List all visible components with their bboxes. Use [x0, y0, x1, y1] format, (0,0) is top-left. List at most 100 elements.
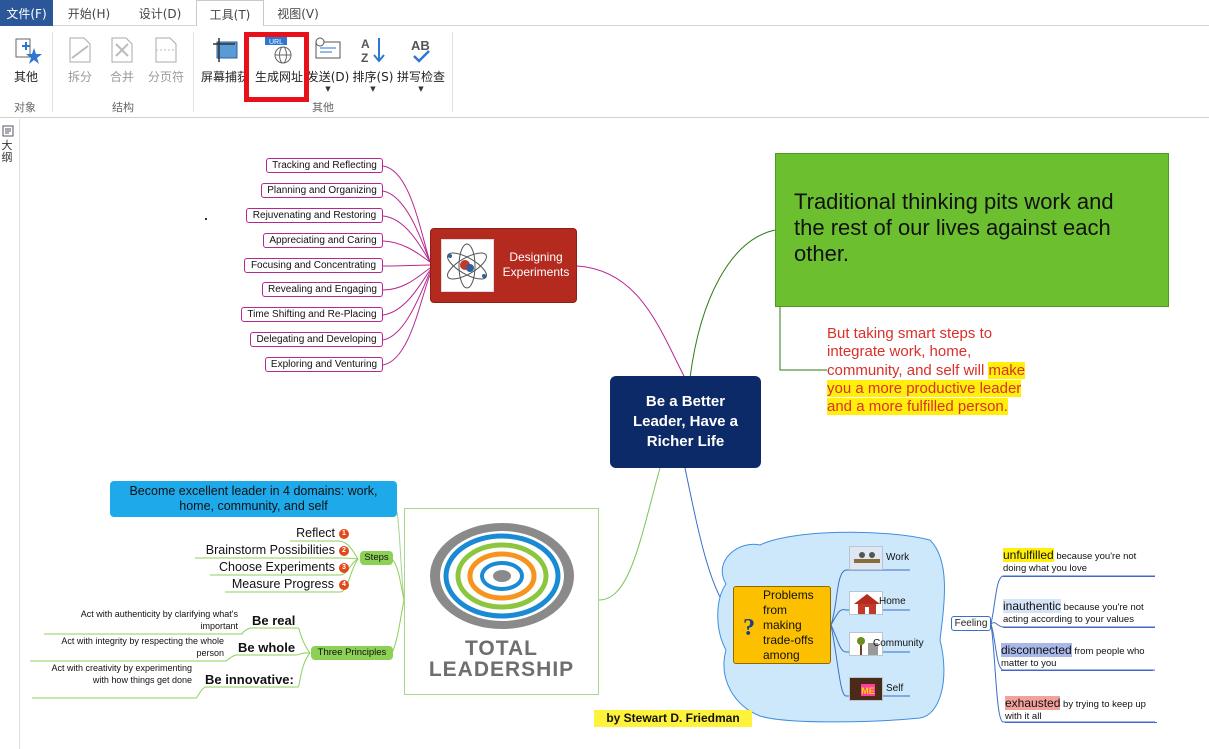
group-label-other: 其他	[312, 101, 334, 114]
question-mark-icon: ?	[743, 615, 755, 639]
step-number-1: 1	[339, 529, 349, 539]
split-button[interactable]: 拆分	[62, 34, 98, 85]
tab-start[interactable]: 开始(H)	[67, 7, 111, 21]
home-image	[849, 591, 883, 615]
tab-tools[interactable]: 工具(T)	[196, 0, 264, 27]
total-leadership-image[interactable]	[404, 508, 599, 695]
page-break-button[interactable]: 分页符	[144, 34, 188, 85]
smart-steps-text[interactable]: But taking smart steps to integrate work…	[827, 325, 1047, 416]
problem-home[interactable]: Home	[879, 596, 906, 607]
svg-text:URL: URL	[269, 39, 283, 46]
group-label-object: 对象	[14, 101, 36, 114]
branch-rejuvenating[interactable]: Rejuvenating and Restoring	[246, 208, 383, 223]
separator	[193, 32, 194, 112]
principle-be-innovative[interactable]: Be innovative:	[205, 672, 294, 687]
problem-community[interactable]: Community	[873, 638, 924, 649]
principle-real-desc[interactable]: Act with authenticity by clarifying what…	[80, 609, 238, 631]
total-leadership-text: TOTAL LEADERSHIP	[428, 637, 575, 681]
dropdown-arrow-icon: ▼	[370, 85, 376, 93]
branch-exploring[interactable]: Exploring and Venturing	[265, 357, 383, 372]
traditional-thinking-box[interactable]: Traditional thinking pits work and the r…	[775, 153, 1169, 307]
tab-view[interactable]: 视图(V)	[277, 7, 319, 21]
three-principles-label[interactable]: Three Principles	[311, 646, 393, 660]
principle-whole-desc[interactable]: Act with integrity by respecting the who…	[61, 636, 224, 658]
add-object-icon	[15, 38, 42, 64]
other-object-button[interactable]: 其他	[8, 34, 44, 85]
branch-focusing[interactable]: Focusing and Concentrating	[244, 258, 383, 273]
separator	[452, 32, 453, 112]
problem-self[interactable]: Self	[886, 683, 904, 694]
feeling-unfulfilled[interactable]: unfulfilled because you're not doing wha…	[1003, 548, 1155, 577]
atom-icon	[447, 243, 487, 289]
self-image: ME	[849, 677, 883, 701]
step-choose[interactable]: Choose Experiments	[218, 560, 335, 574]
smart-steps-plain: But taking smart steps to integrate work…	[827, 325, 993, 379]
designing-title-line1: Designing	[509, 250, 563, 264]
ribbon-tab-bar: 文件(F) 开始(H) 设计(D) 工具(T) 视图(V)	[0, 0, 1209, 27]
designing-title-line2: Experiments	[502, 265, 570, 279]
feeling-inauthentic[interactable]: inauthentic because you're not acting ac…	[1003, 599, 1155, 628]
spell-check-button[interactable]: AB 拼写检查 ▼	[396, 34, 446, 93]
steps-label[interactable]: Steps	[360, 551, 393, 565]
send-mail-icon	[315, 37, 341, 59]
side-panel	[0, 119, 20, 749]
feeling-disconnected[interactable]: disconnected from people who matter to y…	[1001, 643, 1153, 671]
outline-icon	[2, 125, 14, 137]
step-brainstorm[interactable]: Brainstorm Possibilities	[205, 543, 335, 557]
step-measure[interactable]: Measure Progress	[231, 577, 334, 591]
url-globe-icon: URL	[265, 36, 292, 64]
ribbon: 其他 对象 拆分 合并 分页符 结构 屏幕捕获 URL 生成网址 发送(D) ▼…	[0, 26, 1209, 118]
generate-url-button[interactable]: URL 生成网址	[252, 34, 306, 85]
feeling-exhausted[interactable]: exhausted by trying to keep up with it a…	[1005, 696, 1157, 723]
branch-delegating[interactable]: Delegating and Developing	[250, 332, 383, 347]
become-excellent-leader-node[interactable]: Become excellent leader in 4 domains: wo…	[110, 481, 397, 517]
community-icon	[857, 637, 878, 655]
dropdown-arrow-icon: ▼	[418, 85, 424, 93]
svg-text:Z: Z	[361, 51, 368, 65]
branch-appreciating[interactable]: Appreciating and Caring	[263, 233, 383, 248]
author-byline[interactable]: by Stewart D. Friedman	[594, 710, 752, 727]
svg-text:?: ?	[743, 615, 755, 639]
community-image	[849, 632, 883, 656]
principle-be-real[interactable]: Be real	[252, 613, 296, 628]
problems-node[interactable]: ? Problems from making trade-offs among	[733, 586, 831, 664]
separator	[52, 32, 53, 112]
split-icon	[69, 37, 91, 63]
work-image	[849, 546, 883, 570]
feeling-node[interactable]: Feeling	[951, 616, 991, 631]
central-topic[interactable]: Be a Better Leader, Have a Richer Life	[610, 376, 761, 468]
designing-experiments-node[interactable]: Designing Experiments	[430, 228, 577, 303]
tab-file[interactable]: 文件(F)	[0, 0, 53, 26]
branch-revealing[interactable]: Revealing and Engaging	[262, 282, 383, 297]
tab-design[interactable]: 设计(D)	[138, 7, 182, 21]
step-reflect[interactable]: Reflect	[296, 526, 335, 540]
svg-text:AB: AB	[411, 38, 430, 53]
branch-tracking[interactable]: Tracking and Reflecting	[266, 158, 383, 173]
svg-text:ME: ME	[861, 686, 875, 696]
stray-dot	[205, 218, 207, 220]
sort-az-icon: AZ	[361, 37, 385, 65]
step-number-3: 3	[339, 563, 349, 573]
central-line3: Richer Life	[646, 433, 725, 450]
step-number-2: 2	[339, 546, 349, 556]
branch-planning[interactable]: Planning and Organizing	[261, 183, 383, 198]
branch-time-shifting[interactable]: Time Shifting and Re-Placing	[241, 307, 383, 322]
me-icon: ME	[861, 684, 875, 696]
principle-innovative-desc[interactable]: Act with creativity by experimenting wit…	[51, 663, 192, 685]
page-break-icon	[155, 37, 177, 63]
merge-button[interactable]: 合并	[104, 34, 140, 85]
merge-icon	[111, 37, 133, 63]
office-icon	[854, 552, 880, 563]
screen-capture-button[interactable]: 屏幕捕获	[200, 34, 250, 85]
house-icon	[854, 594, 880, 614]
screen-capture-icon	[213, 38, 238, 62]
send-button[interactable]: 发送(D) ▼	[306, 34, 350, 93]
problem-work[interactable]: Work	[886, 552, 910, 563]
central-line2: Leader, Have a	[632, 413, 739, 430]
atom-image	[441, 239, 494, 292]
outline-tab[interactable]: 大纲	[1, 125, 15, 164]
principle-be-whole[interactable]: Be whole	[238, 640, 296, 655]
central-line1: Be a Better	[645, 393, 726, 410]
